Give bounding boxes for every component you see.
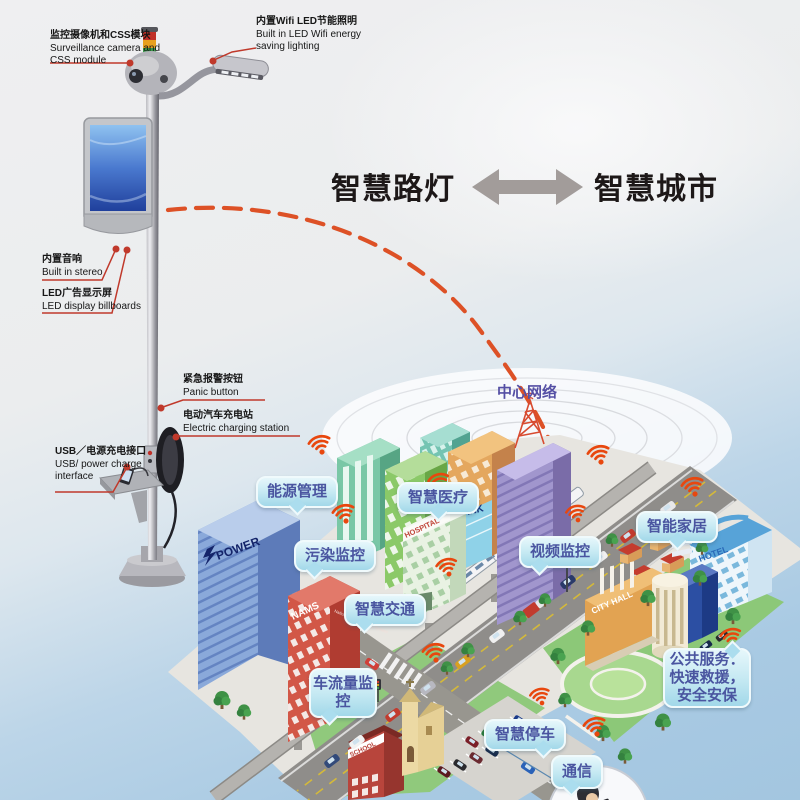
bubble-smart-traffic: 智慧交通 xyxy=(344,594,426,634)
pole-label-panic-button: 紧急报警按钮 Panic button xyxy=(183,374,243,398)
double-arrow-icon xyxy=(472,169,583,205)
pole-label-wifi-lighting: 内置Wifi LED节能照明 Built in LED Wifi energy … xyxy=(256,16,362,52)
pole-label-usb-charge: USB／电源充电接口 USB/ power charge interface xyxy=(55,446,147,482)
title-smart-city: 智慧城市 xyxy=(594,173,718,206)
camera-lens-icon xyxy=(129,69,143,83)
bubble-video-surveillance: 视频监控 xyxy=(519,536,601,576)
smart-streetlight-pole xyxy=(83,27,269,587)
bubble-energy-management: 能源管理 xyxy=(256,476,338,516)
bubble-traffic-flow-monitoring: 车流量监控 xyxy=(309,668,377,726)
pole-label-stereo: 内置音响 Built in stereo xyxy=(42,254,103,278)
building-school: SCHOOL xyxy=(348,725,404,800)
building-power: POWER xyxy=(198,500,300,690)
crosswalk xyxy=(378,652,423,690)
network-label: 中心网络 xyxy=(497,384,558,401)
label-leader-dots xyxy=(112,57,217,471)
led-display-screen xyxy=(83,117,153,234)
lightning-icon xyxy=(203,545,217,566)
bubble-pollution-monitoring: 污染监控 xyxy=(294,540,376,580)
led-light-head xyxy=(212,54,269,81)
light-arm xyxy=(158,65,223,100)
label-leader-lines xyxy=(42,47,300,493)
pole-label-led-billboard: LED广告显示屏 LED display billboards xyxy=(42,288,141,312)
bubble-public-service: 公共服务：快速救援，安全安保 xyxy=(663,640,751,708)
bubble-smart-parking: 智慧停车 xyxy=(484,719,566,759)
charging-cable-reel xyxy=(156,427,184,549)
pole-label-charging-station: 电动汽车充电站 Electric charging station xyxy=(183,410,290,434)
camera-housing xyxy=(125,51,177,95)
radio-tower-icon xyxy=(514,392,545,449)
bubble-smart-home: 智能家居 xyxy=(636,511,718,551)
bubble-communication: 通信 xyxy=(551,755,603,797)
building-city-hall: CITY HALL xyxy=(585,561,688,671)
title-smart-streetlight: 智慧路灯 xyxy=(331,173,455,206)
bubble-smart-medical: 智慧医疗 xyxy=(397,482,479,522)
pole-label-camera: 监控摄像机和CSS模块 Surveillance camera and CSS … xyxy=(50,30,161,66)
building-church xyxy=(399,679,444,776)
